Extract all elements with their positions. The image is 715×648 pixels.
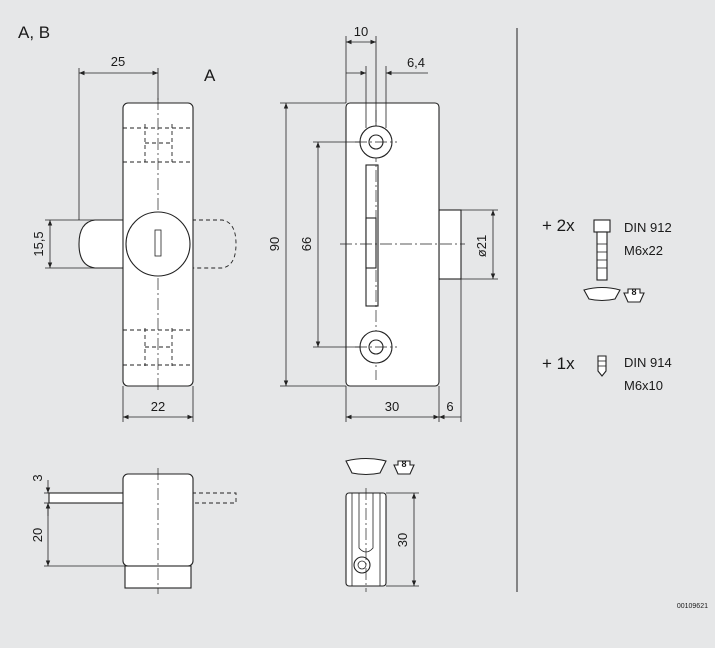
dimension-66: 66: [299, 141, 360, 348]
bottom-view: [48, 468, 237, 594]
svg-text:22: 22: [151, 399, 165, 414]
svg-text:8: 8: [631, 287, 636, 297]
nut-icon-side: [623, 288, 645, 303]
middle-view: [340, 102, 465, 387]
nut-views-middle: 8: [345, 457, 415, 476]
dimension-22: 22: [122, 386, 194, 422]
drawing-number: 00109621: [677, 603, 708, 610]
screw2-standard: DIN 914: [624, 355, 672, 370]
profile-screw-hole: [353, 556, 371, 574]
bolt-side-extended: [192, 492, 237, 504]
dimension-20: 20: [30, 503, 125, 567]
bolt-left: [78, 219, 125, 269]
svg-text:3: 3: [30, 474, 45, 481]
hidden-holes-top: [123, 124, 193, 163]
svg-text:25: 25: [111, 54, 125, 69]
svg-text:30: 30: [385, 399, 399, 414]
screw1-head-icon: [593, 219, 611, 233]
hidden-holes-bottom: [123, 328, 193, 366]
cylinder-housing-side: [438, 209, 462, 280]
dimension-30: 30 6: [345, 279, 462, 422]
screw2-quantity: + 1x: [542, 354, 575, 373]
side-view-middle: [345, 488, 387, 592]
screw1-standard: DIN 912: [624, 220, 672, 235]
svg-text:20: 20: [30, 528, 45, 542]
front-view: [78, 98, 237, 392]
screw2-size: M6x10: [624, 378, 663, 393]
svg-text:6,4: 6,4: [407, 55, 425, 70]
svg-text:15,5: 15,5: [31, 231, 46, 256]
view-label-a: A: [204, 66, 216, 85]
svg-text:66: 66: [299, 237, 314, 251]
dimension-30-side: 30: [386, 492, 419, 587]
bolt-extended-outline: [192, 219, 237, 269]
dimension-25: 25: [78, 54, 159, 220]
svg-text:90: 90: [267, 237, 282, 251]
screw-din-912: + 2x 8 DIN 912 M6x22: [542, 216, 672, 303]
screw-din-914: + 1x DIN 914 M6x10: [542, 354, 672, 393]
dimension-15-5: 15,5: [31, 219, 95, 269]
dimension-d21: ø21: [461, 209, 498, 280]
screw1-size: M6x22: [624, 243, 663, 258]
slot-inner: [365, 217, 377, 269]
svg-text:8: 8: [401, 459, 406, 469]
svg-text:30: 30: [395, 533, 410, 547]
dimension-10: 10: [345, 24, 377, 126]
keyhole: [154, 229, 162, 257]
slot-nut-front: [345, 457, 387, 476]
svg-text:ø21: ø21: [474, 235, 489, 257]
screw1-shank-icon: [596, 231, 608, 281]
bolt-side: [48, 492, 125, 504]
slot-nut-side: [393, 460, 415, 475]
svg-text:10: 10: [354, 24, 368, 39]
dimension-6-4: 6,4: [346, 55, 428, 128]
screw1-quantity: + 2x: [542, 216, 575, 235]
svg-text:6: 6: [446, 399, 453, 414]
dimension-90: 90: [267, 102, 346, 387]
nut-icon-front: [583, 286, 621, 302]
drawing-title: A, B: [18, 23, 50, 42]
